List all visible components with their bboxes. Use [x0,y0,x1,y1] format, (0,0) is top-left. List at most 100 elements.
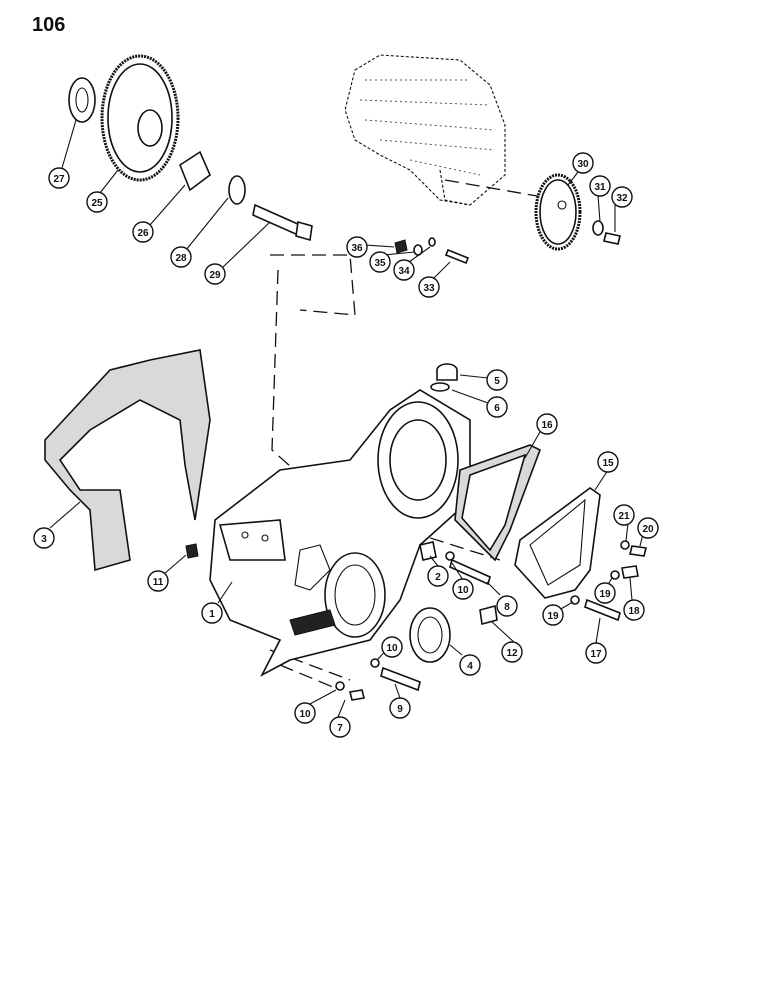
callout-bubbles: 1 2 3 4 5 6 7 8 9 10 10 10 10 11 12 15 1… [33,152,659,738]
callout-10-b: 10 [381,636,403,658]
front-oil-seal [409,607,451,663]
svg-text:8: 8 [504,602,510,613]
svg-text:25: 25 [91,198,103,209]
svg-text:4: 4 [467,661,473,672]
svg-text:34: 34 [398,266,410,277]
svg-text:27: 27 [53,174,65,185]
callout-10-c: 10 [294,702,316,724]
gear-bolt [252,203,301,237]
dowel-pins-and-bolts [185,540,647,701]
callout-3: 3 [33,527,55,549]
callout-19-b: 19 [542,604,564,626]
bolt-7 [349,689,365,701]
svg-text:17: 17 [590,649,602,660]
cover-gasket [454,444,542,562]
callout-10-a: 10 [452,578,474,600]
nut-11 [185,543,199,559]
svg-text:3: 3 [41,534,47,545]
svg-text:19: 19 [547,611,559,622]
filler-cap-group [430,363,458,392]
svg-text:2: 2 [435,572,441,583]
callout-12: 12 [501,641,523,663]
bolt-9 [380,666,421,692]
timing-gear-housing [209,389,471,677]
callout-2: 2 [427,565,449,587]
svg-text:11: 11 [153,577,164,588]
callout-35: 35 [369,251,391,273]
callout-6: 6 [486,396,508,418]
nut [394,239,408,254]
svg-text:28: 28 [175,253,187,264]
svg-text:10: 10 [457,585,469,596]
svg-text:6: 6 [494,403,500,414]
callout-20: 20 [637,517,659,539]
svg-text:12: 12 [506,648,518,659]
callout-25: 25 [86,191,108,213]
hub-washer [228,175,246,205]
injection-pump-outline [344,54,506,206]
pump-gear-body [539,179,577,245]
stud [444,248,470,265]
svg-text:1: 1 [209,609,215,620]
callout-5: 5 [486,369,508,391]
timing-cover-plate [514,487,601,599]
callout-16: 16 [536,413,558,435]
pump-gear-washer [592,220,604,236]
svg-text:15: 15 [602,458,614,469]
pump-gear-group [394,173,621,265]
callout-11: 11 [147,570,169,592]
svg-text:26: 26 [137,228,149,239]
svg-text:20: 20 [642,524,654,535]
callout-29: 29 [204,263,226,285]
callout-15: 15 [597,451,619,473]
svg-text:16: 16 [541,420,553,431]
bolt-8 [449,558,491,586]
callout-26: 26 [132,221,154,243]
flat-washer [428,237,436,247]
callout-34: 34 [393,259,415,281]
bolt-18 [621,565,639,579]
callout-8: 8 [496,595,518,617]
bolt-20 [629,545,647,557]
thrust-washer [68,77,96,123]
svg-text:10: 10 [386,643,398,654]
callout-36: 36 [346,236,368,258]
svg-text:10: 10 [299,709,311,720]
callout-19-a: 19 [594,582,616,604]
svg-text:33: 33 [423,283,435,294]
svg-text:18: 18 [628,606,640,617]
svg-text:21: 21 [618,511,630,522]
page-number: 106 [32,14,66,36]
callout-27: 27 [48,167,70,189]
callout-18: 18 [623,599,645,621]
dowel-pin [419,541,437,561]
bolt-17 [584,598,621,622]
svg-text:19: 19 [599,589,611,600]
callout-17: 17 [585,642,607,664]
svg-text:31: 31 [594,182,606,193]
bushing [479,604,498,626]
callout-1: 1 [201,602,223,624]
svg-text:35: 35 [374,258,386,269]
callout-4: 4 [459,654,481,676]
callout-28: 28 [170,246,192,268]
callout-21: 21 [613,504,635,526]
svg-text:36: 36 [351,243,363,254]
front-plate-gasket [44,349,211,572]
pump-gear-bolt [603,232,621,245]
callout-7: 7 [329,716,351,738]
callout-31: 31 [589,175,611,197]
gear-hub [179,150,211,192]
camshaft-gear-group [68,54,313,242]
o-ring [430,382,450,392]
svg-text:9: 9 [397,704,403,715]
svg-text:7: 7 [337,723,343,734]
svg-text:32: 32 [616,193,628,204]
callout-9: 9 [389,697,411,719]
callout-30: 30 [572,152,594,174]
callout-32: 32 [611,186,633,208]
svg-text:29: 29 [209,270,221,281]
svg-text:5: 5 [494,376,500,387]
